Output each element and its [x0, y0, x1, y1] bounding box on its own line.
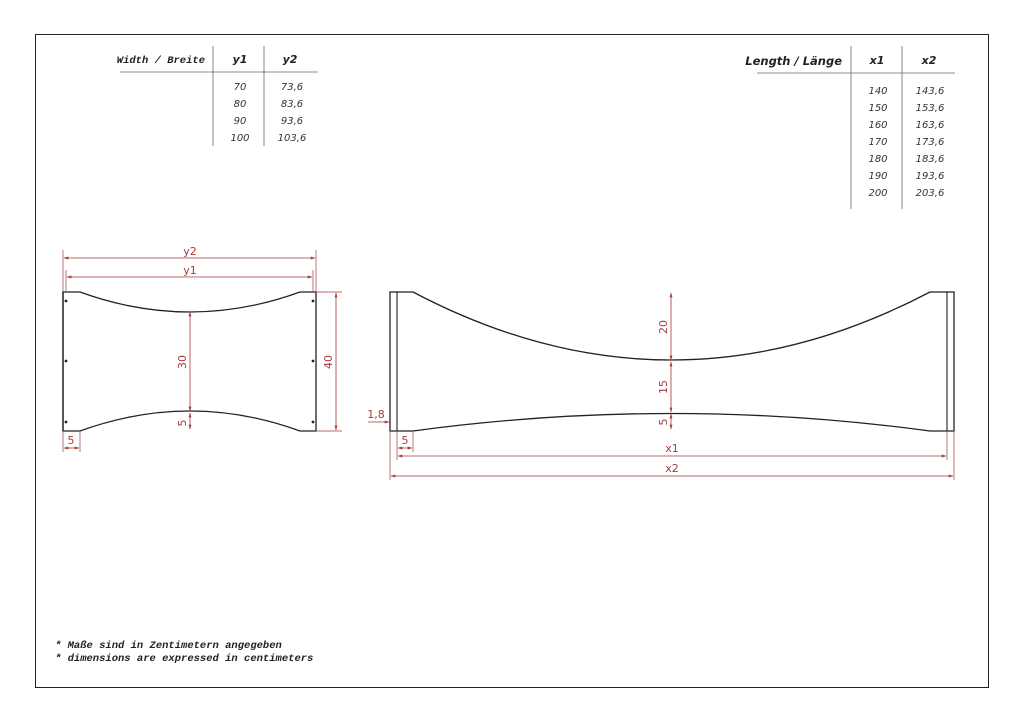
side-view-outline: [389, 291, 955, 432]
notes: * Maße sind in Zentimetern angegeben * d…: [55, 640, 313, 665]
length-table-cell: 183,6: [916, 154, 945, 165]
end-view: y2 y1 30 5 40 5: [62, 245, 342, 452]
dim-label-5: 5: [657, 419, 670, 426]
drawing-frame: [35, 34, 989, 688]
width-table-cell: 70: [234, 82, 247, 93]
width-table-col1: y1: [233, 53, 248, 66]
width-table-cell: 100: [230, 133, 249, 144]
dim-label-5: 5: [176, 420, 189, 427]
dim-label-x1: x1: [665, 442, 679, 455]
width-table-cell: 93,6: [281, 116, 303, 127]
end-view-outline: [62, 291, 317, 432]
note-line: * dimensions are expressed in centimeter…: [55, 653, 313, 665]
width-table-cell: 73,6: [281, 82, 303, 93]
width-table: Width / Breite y1 y2 70 73,6 80 83,6 90 …: [117, 46, 318, 146]
length-table-cell: 193,6: [916, 171, 945, 182]
screw-hole: [64, 359, 68, 363]
dim-label-5-side: 5: [402, 434, 409, 447]
length-table-cell: 203,6: [916, 188, 945, 199]
width-table-title: Width / Breite: [117, 55, 205, 67]
length-table-cell: 170: [868, 137, 887, 148]
dim-label-y1: y1: [183, 264, 197, 277]
length-table-cell: 190: [868, 171, 887, 182]
width-table-cell: 103,6: [278, 133, 307, 144]
length-table-col1: x1: [869, 54, 885, 67]
dim-label-18: 1,8: [367, 408, 385, 421]
dim-label-20: 20: [657, 320, 670, 334]
length-table-cell: 153,6: [916, 103, 945, 114]
screw-hole: [311, 299, 315, 303]
length-table: Length / Länge x1 x2 140 143,6 150 153,6…: [745, 46, 955, 209]
screw-hole: [311, 359, 315, 363]
length-table-cell: 180: [868, 154, 887, 165]
dim-label-30: 30: [176, 355, 189, 369]
dim-label-15: 15: [657, 380, 670, 394]
length-table-title: Length / Länge: [745, 54, 842, 68]
length-table-cell: 143,6: [916, 86, 945, 97]
width-table-cell: 90: [234, 116, 247, 127]
width-table-cell: 80: [234, 99, 247, 110]
length-table-cell: 160: [868, 120, 887, 131]
width-table-cell: 83,6: [281, 99, 303, 110]
screw-hole: [64, 420, 68, 424]
dim-label-5-side: 5: [68, 434, 75, 447]
length-table-col2: x2: [921, 54, 937, 67]
dim-label-y2: y2: [183, 245, 197, 258]
screw-hole: [311, 420, 315, 424]
dim-label-40: 40: [322, 355, 335, 369]
screw-hole: [64, 299, 68, 303]
length-table-cell: 163,6: [916, 120, 945, 131]
width-table-col2: y2: [283, 53, 298, 66]
length-table-cell: 173,6: [916, 137, 945, 148]
note-line: * Maße sind in Zentimetern angegeben: [55, 640, 282, 652]
dim-label-x2: x2: [665, 462, 679, 475]
length-table-cell: 150: [868, 103, 887, 114]
length-table-cell: 200: [868, 188, 887, 199]
side-view: 20 15 5 1,8 5 x1 x2: [367, 291, 955, 480]
length-table-cell: 140: [868, 86, 887, 97]
